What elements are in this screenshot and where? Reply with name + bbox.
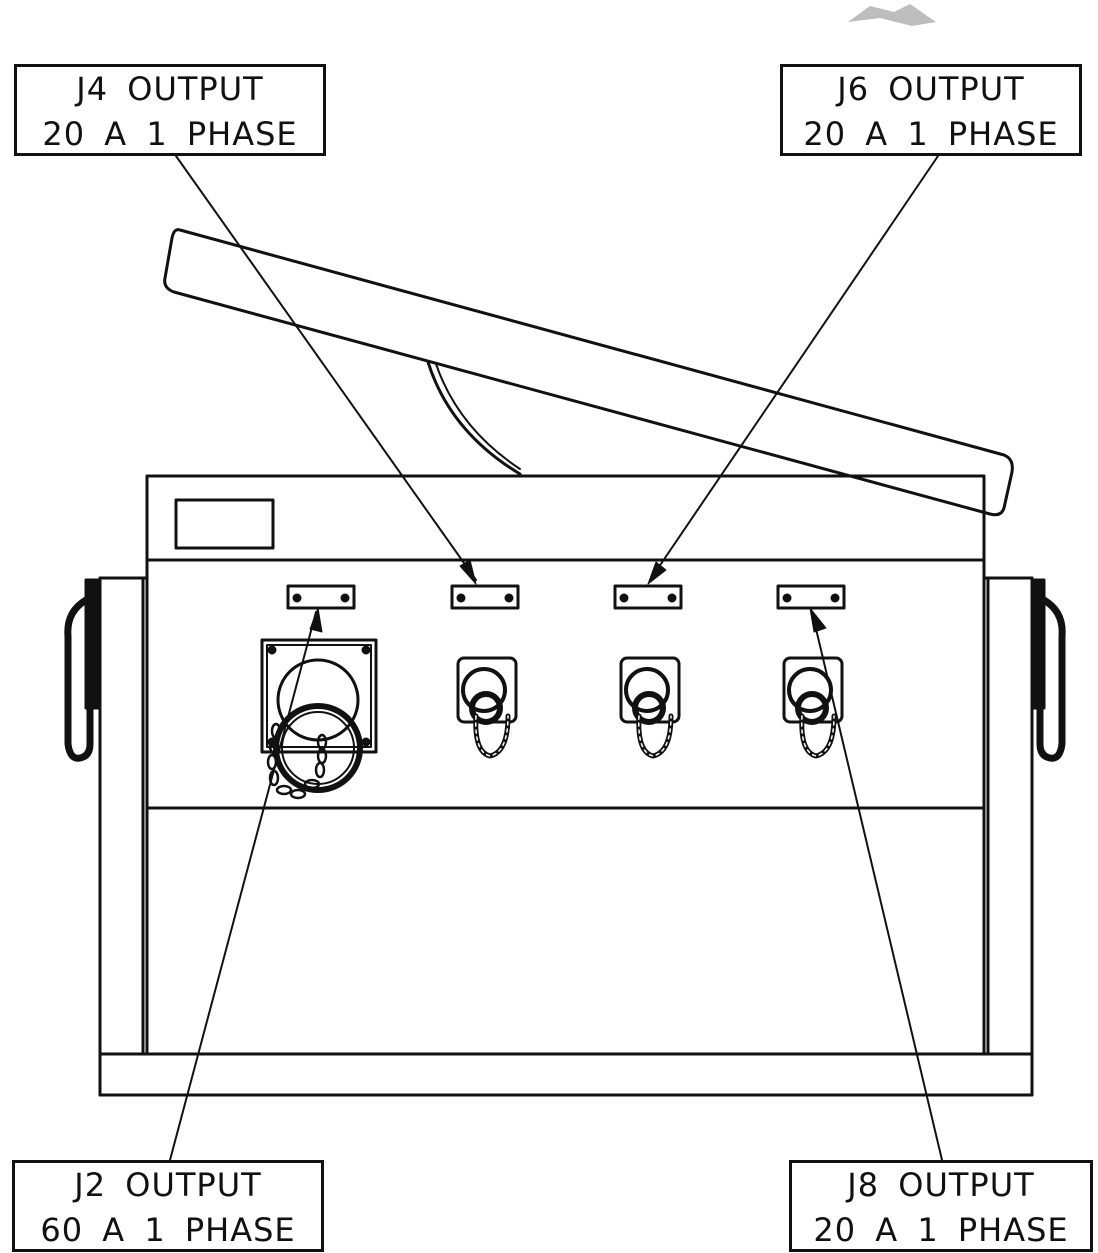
callout-j6-output: J6 OUTPUT 20 A 1 PHASE: [780, 64, 1082, 156]
housing-lower: [98, 576, 1034, 1097]
receptacle-j2-icon: [260, 638, 378, 800]
callout-j4-title: J4 OUTPUT: [76, 70, 264, 108]
receptacle-j2-cap: [273, 703, 363, 793]
callout-j8-output: J8 OUTPUT 20 A 1 PHASE: [789, 1160, 1093, 1252]
plate-j4: [450, 584, 520, 610]
left-handle-icon: [64, 578, 100, 762]
callout-j2-output: J2 OUTPUT 60 A 1 PHASE: [12, 1160, 324, 1252]
callout-j8-title: J8 OUTPUT: [847, 1166, 1035, 1204]
plate-j2: [286, 584, 356, 610]
open-lid: [163, 228, 1014, 517]
callout-j6-title: J6 OUTPUT: [837, 70, 1025, 108]
data-plates: [286, 584, 846, 610]
leader-lines: [169, 155, 943, 1161]
callout-j4-output: J4 OUTPUT 20 A 1 PHASE: [14, 64, 326, 156]
callout-j8-rating: 20 A 1 PHASE: [813, 1211, 1069, 1249]
callout-j6-rating: 20 A 1 PHASE: [803, 115, 1059, 153]
callout-j4-rating: 20 A 1 PHASE: [42, 115, 298, 153]
leader-j2: [169, 611, 317, 1161]
receptacle-j4-icon: [456, 656, 518, 759]
plate-j8: [776, 584, 846, 610]
lid-support-arc: [426, 360, 522, 476]
callout-j2-title: J2 OUTPUT: [74, 1166, 262, 1204]
receptacle-j8-icon: [782, 656, 844, 759]
receptacle-j6-icon: [619, 656, 681, 759]
housing-top: [145, 474, 986, 562]
leader-j8: [811, 611, 943, 1161]
callout-j2-rating: 60 A 1 PHASE: [40, 1211, 296, 1249]
leader-j6: [649, 155, 939, 581]
corner-mark: [848, 4, 936, 26]
nameplate-window: [174, 498, 275, 550]
plate-j6: [613, 584, 683, 610]
right-handle-icon: [1030, 578, 1066, 762]
leader-j4: [175, 155, 477, 581]
base-skid: [98, 1052, 1034, 1097]
chain-icon: [266, 722, 328, 800]
